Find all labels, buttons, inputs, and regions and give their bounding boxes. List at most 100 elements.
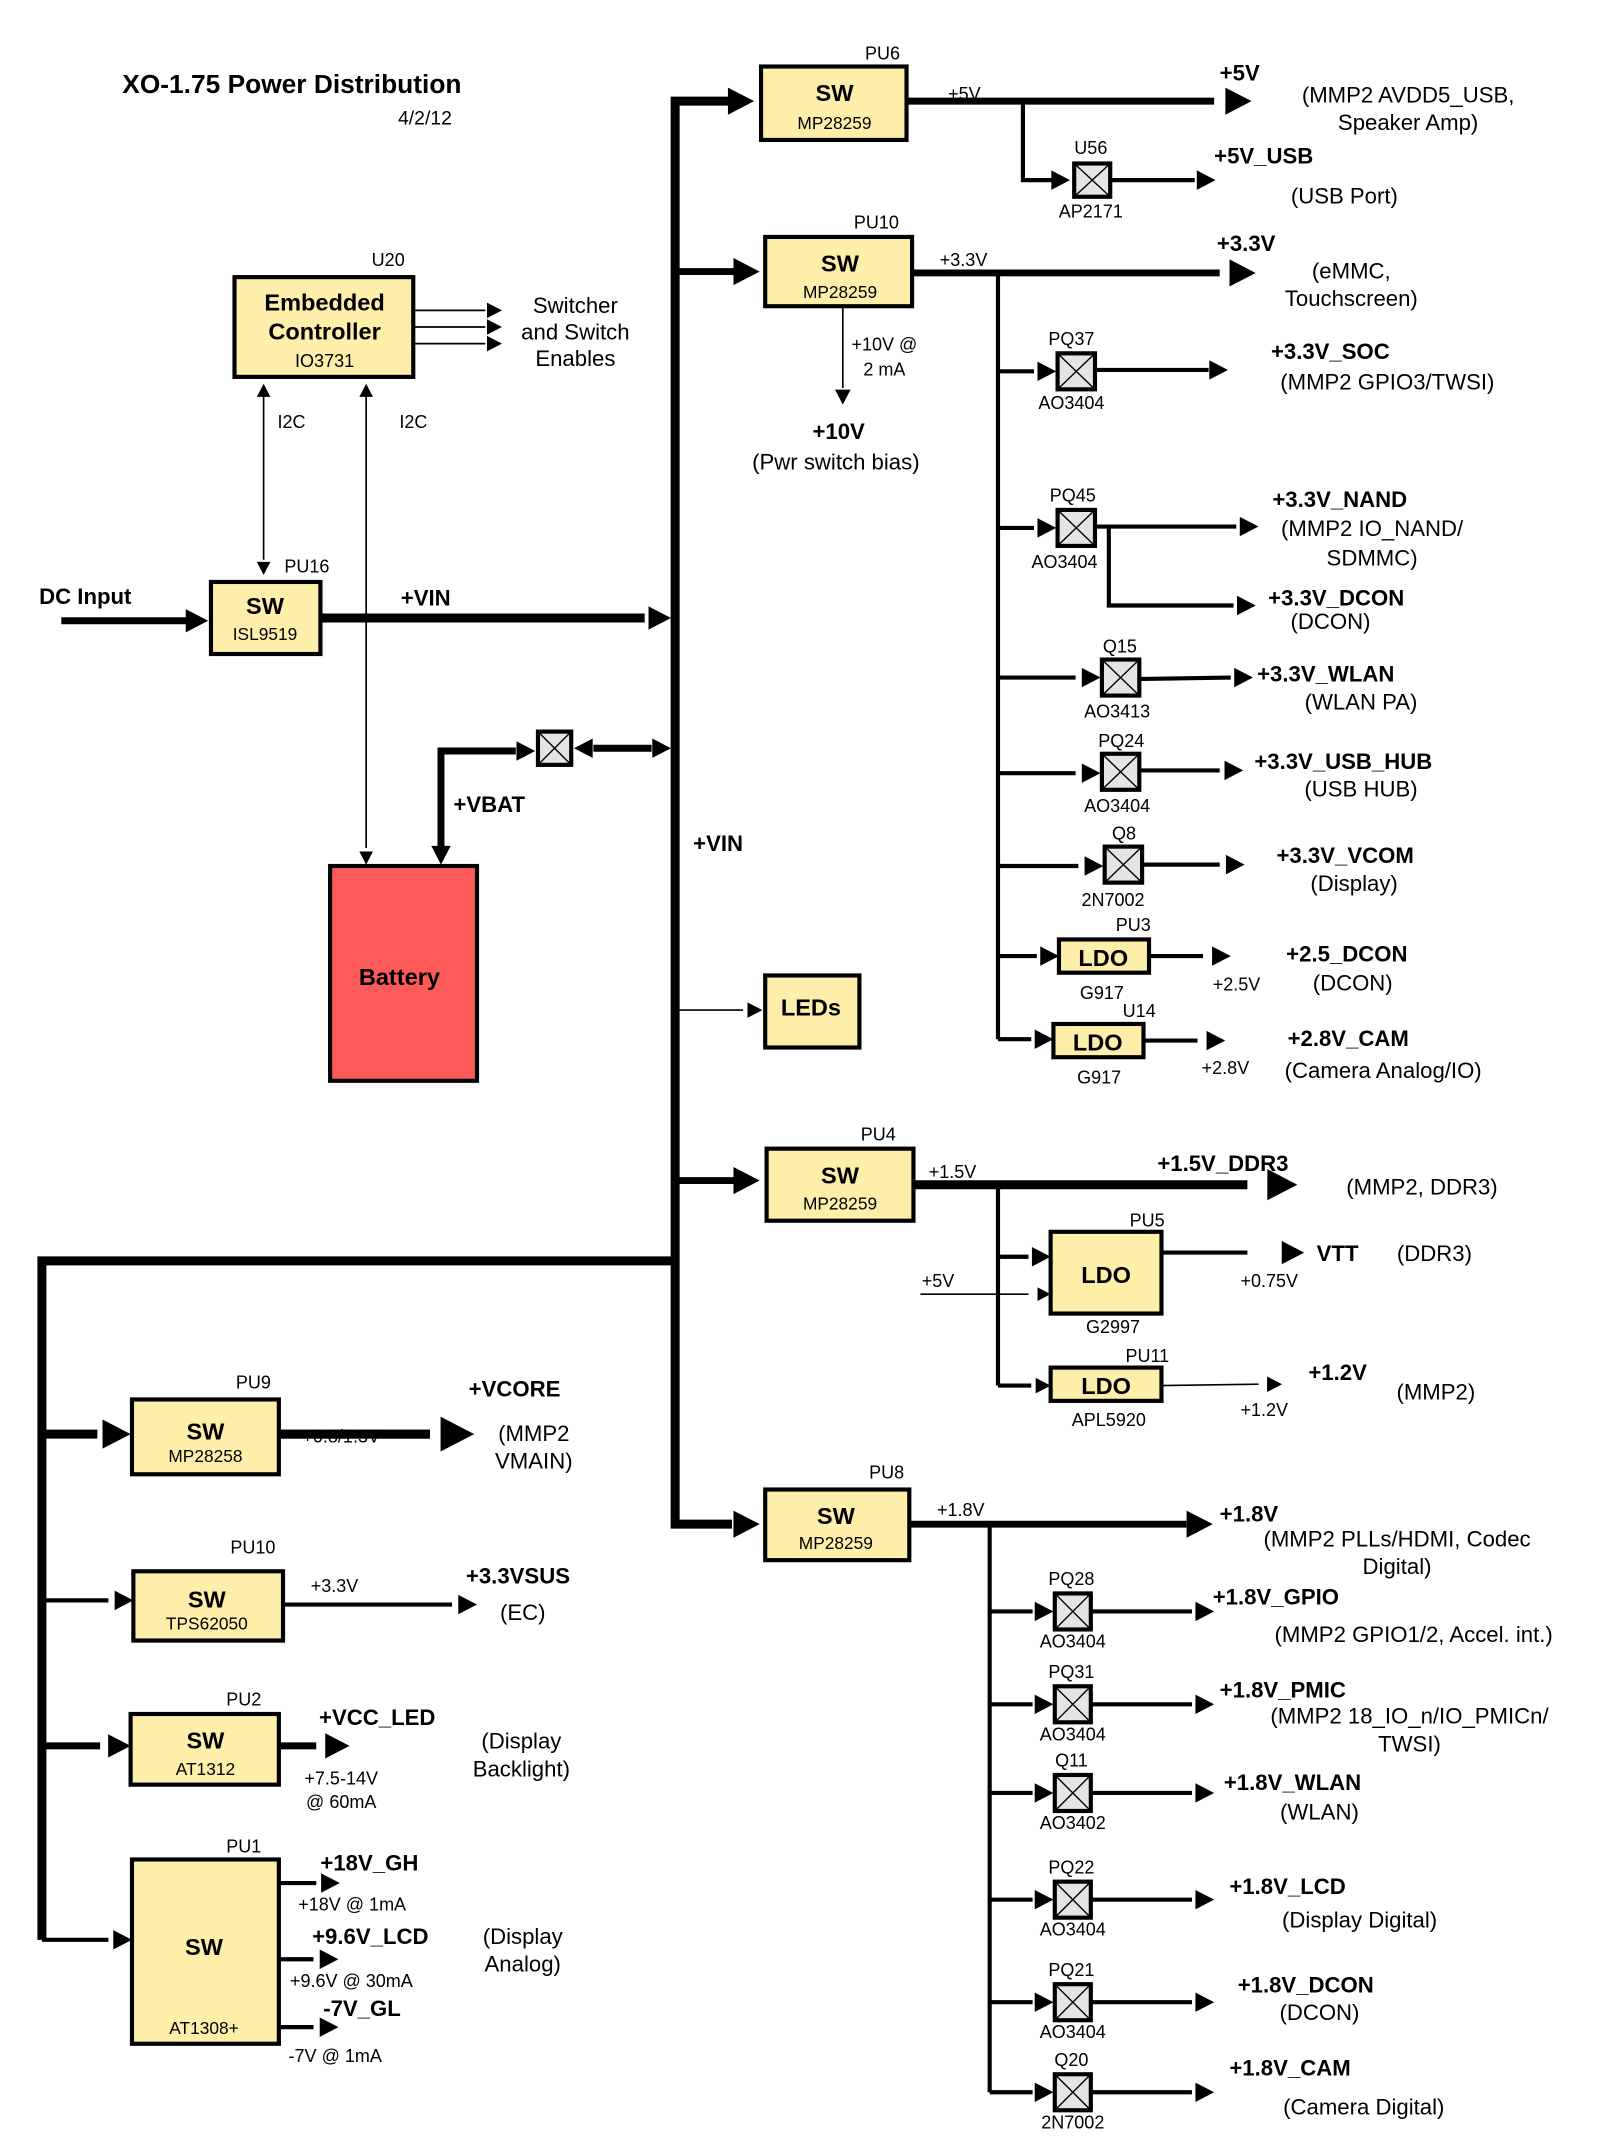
pu4-ref: PU4 xyxy=(861,1124,896,1144)
fet-ref: PQ22 xyxy=(1048,1857,1094,1877)
pu4-switcher-block[interactable]: SW MP28259 xyxy=(764,1146,916,1223)
u14-rail: +2.8V_CAM xyxy=(1288,1026,1409,1051)
arrowhead xyxy=(1034,1992,1054,2012)
pu2-type: SW xyxy=(186,1728,225,1754)
pu11-out xyxy=(1161,1383,1259,1387)
fet-ref: PQ28 xyxy=(1048,1569,1094,1589)
pu16-charger-block[interactable]: SW ISL9519 xyxy=(208,579,323,657)
u14-part: G917 xyxy=(1077,1068,1121,1088)
embedded-controller-block[interactable]: Embedded Controller IO3731 xyxy=(232,275,416,379)
pu1-type: SW xyxy=(185,1934,224,1960)
pu2-desc-2: Backlight) xyxy=(473,1756,570,1781)
pu9-switcher-block[interactable]: SW MP28258 xyxy=(129,1397,281,1477)
pu11-ldo-block[interactable]: LDO xyxy=(1048,1365,1164,1403)
leds-label: LEDs xyxy=(781,995,841,1021)
pu6-desc-2: Speaker Amp) xyxy=(1338,110,1478,135)
fet-ref: Q11 xyxy=(1055,1751,1088,1771)
fet-switch-pq24 xyxy=(1099,751,1142,792)
pu8-switcher-block[interactable]: SW MP28259 xyxy=(763,1487,912,1563)
pu10s-rail: +3.3VSUS xyxy=(466,1564,570,1589)
leds-block[interactable]: LEDs xyxy=(763,973,862,1050)
pu1-spec-3: -7V @ 1mA xyxy=(289,2046,382,2066)
pu1-switcher-block[interactable]: SW AT1308+ xyxy=(129,1857,281,2046)
fet-switch-pq37 xyxy=(1055,351,1098,392)
pu11-rail: +1.2V xyxy=(1308,1360,1367,1385)
pu9-part: MP28258 xyxy=(168,1446,242,1466)
bias-rail: +10V xyxy=(812,419,865,444)
rail-desc: (USB HUB) xyxy=(1304,777,1417,802)
arrowhead xyxy=(1034,1783,1054,1803)
arrow-pu11-in xyxy=(1035,1377,1051,1394)
pu6-desc-1: (MMP2 AVDD5_USB, xyxy=(1302,83,1515,108)
pu16-part: ISL9519 xyxy=(233,624,297,644)
pu10s-desc: (EC) xyxy=(500,1600,546,1625)
pu5-ldo-block[interactable]: LDO xyxy=(1048,1229,1164,1316)
pu1-rail-2: +9.6V_LCD xyxy=(312,1924,428,1949)
arrow-pq37-in xyxy=(1037,361,1057,382)
fet-ref: PQ21 xyxy=(1048,1960,1094,1980)
arrow-5v-out xyxy=(1225,87,1252,115)
pu4-rail: +1.5V_DDR3 xyxy=(1157,1151,1288,1176)
fet-switch-q20 xyxy=(1052,2072,1093,2113)
pu3-ldo-block[interactable]: LDO xyxy=(1056,937,1152,975)
pu10-out-label: +3.3V xyxy=(940,250,988,270)
vbat-label: +VBAT xyxy=(453,792,525,817)
u14-out: +2.8V xyxy=(1202,1058,1250,1078)
pu6-out-label: +5V xyxy=(948,84,981,104)
pu6-switcher-block[interactable]: SW MP28259 xyxy=(758,64,909,143)
fet-switch-q15 xyxy=(1099,657,1142,698)
pu10-type: SW xyxy=(821,251,860,277)
arrow-pu1-in xyxy=(113,1930,132,1950)
pu4-part: MP28259 xyxy=(803,1194,877,1214)
pu1-spec-2: +9.6V @ 30mA xyxy=(290,1971,413,1991)
u56-load-switch xyxy=(1072,161,1113,199)
pu11-part: APL5920 xyxy=(1072,1410,1146,1430)
arrow-vcom-out xyxy=(1225,854,1245,875)
vbat-wire xyxy=(437,747,516,848)
vin-bus xyxy=(670,96,732,1529)
fet-cross xyxy=(1057,352,1096,390)
pu2-desc-1: (Display xyxy=(481,1729,562,1754)
pu3-desc: (DCON) xyxy=(1313,971,1393,996)
pu8-part: MP28259 xyxy=(799,1533,873,1553)
fet-cross xyxy=(1057,509,1096,547)
pu9-type: SW xyxy=(186,1419,225,1445)
pu5-5v-label: +5V xyxy=(922,1271,955,1291)
arrow-en-2 xyxy=(486,319,502,335)
pu2-part: AT1312 xyxy=(176,1759,235,1779)
fet-switch-q8 xyxy=(1102,844,1145,885)
arrow-soc-out xyxy=(1209,360,1228,380)
arrow-ddr3-out xyxy=(1267,1169,1298,1201)
pu10s-switcher-block[interactable]: SW TPS62050 xyxy=(131,1569,286,1643)
pu2-switcher-block[interactable]: SW AT1312 xyxy=(128,1711,281,1787)
pu3-part: G917 xyxy=(1080,983,1124,1003)
rail-desc: (Display) xyxy=(1310,871,1397,896)
pu6-part: MP28259 xyxy=(797,113,871,133)
u14-ldo-block[interactable]: LDO xyxy=(1051,1021,1146,1060)
arrow-dc-in xyxy=(185,609,209,633)
fet-cross xyxy=(1101,753,1140,791)
dcon-branch xyxy=(1106,526,1234,608)
arrow-en-3 xyxy=(486,335,502,352)
pu10-switcher-block[interactable]: SW MP28259 xyxy=(763,234,915,309)
fet-cross xyxy=(537,731,572,766)
pu3-out: +2.5V xyxy=(1213,975,1261,995)
pu1-rail-1: +18V_GH xyxy=(320,1851,418,1876)
fet-ref: PQ45 xyxy=(1050,486,1096,506)
fet-ref: Q20 xyxy=(1054,2050,1088,2070)
rail-name: +3.3V_NAND xyxy=(1272,487,1407,512)
battery-block[interactable]: Battery xyxy=(328,863,480,1083)
pu3-ref: PU3 xyxy=(1116,915,1151,935)
fet-part: AO3404 xyxy=(1040,1631,1106,1651)
ec-part: IO3731 xyxy=(295,351,354,371)
arrow-i2c-ec-1 xyxy=(256,383,271,397)
arrow-vcore-out xyxy=(440,1416,475,1452)
arrow-pu9-in xyxy=(102,1419,131,1449)
bias-desc: (Pwr switch bias) xyxy=(752,450,919,475)
pu4-type: SW xyxy=(821,1162,860,1188)
usb-rail: +5V_USB xyxy=(1214,144,1313,169)
arrow-vccled-out xyxy=(325,1733,350,1759)
arrowhead xyxy=(1195,1992,1215,2012)
pu1-spec-1: +18V @ 1mA xyxy=(298,1895,406,1915)
fet-cross xyxy=(1104,846,1143,884)
